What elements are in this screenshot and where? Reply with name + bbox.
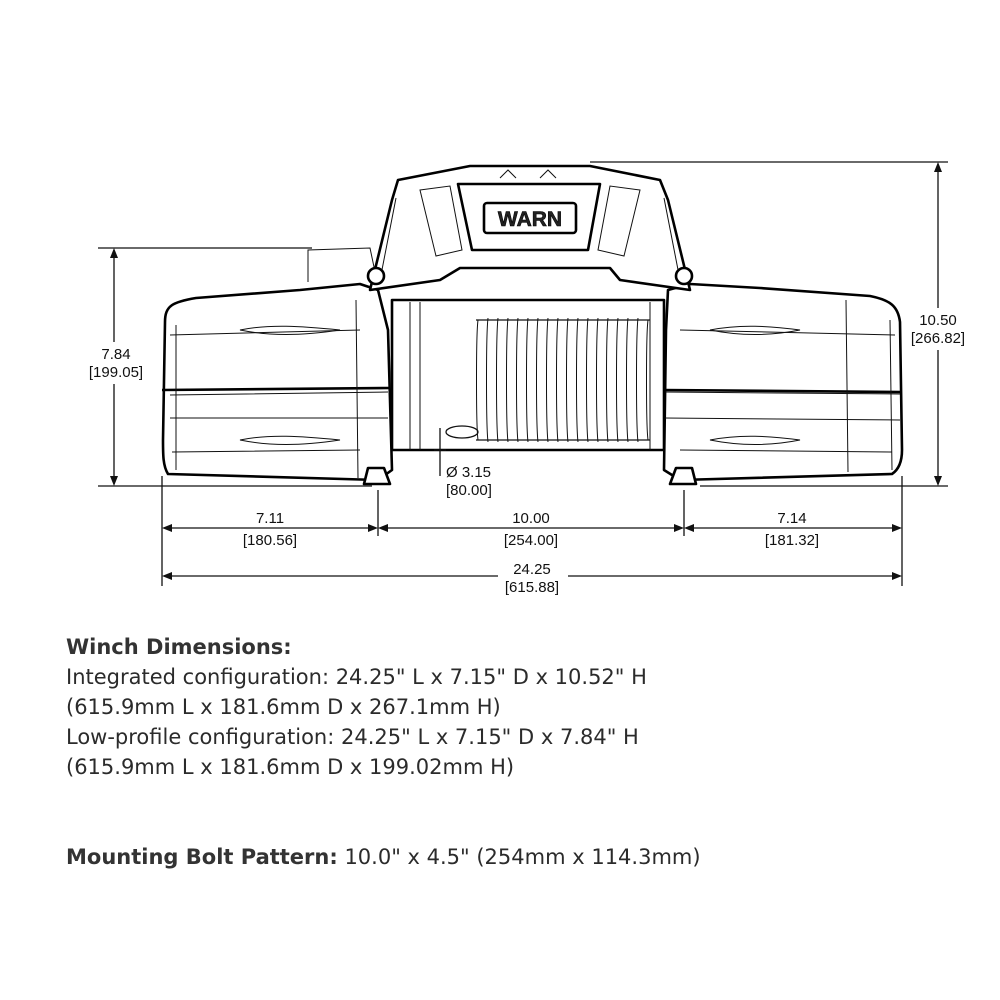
- low-profile-config-metric-line: (615.9mm L x 181.6mm D x 199.02mm H): [66, 755, 515, 779]
- integrated-config-metric-line: (615.9mm L x 181.6mm D x 267.1mm H): [66, 695, 501, 719]
- low-profile-height-mm: [199.05]: [89, 364, 143, 381]
- foot-bolt-right: [668, 466, 698, 486]
- mounting-bolt-heading: Mounting Bolt Pattern:: [66, 845, 338, 869]
- dimension-lines: [98, 161, 948, 586]
- total-height-mm: [266.82]: [911, 330, 965, 347]
- bolt-spacing-in: 10.00: [512, 510, 550, 527]
- top-bolt-left: [366, 266, 386, 286]
- overall-length-in: 24.25: [513, 561, 551, 578]
- winch-dimensions-heading: Winch Dimensions:: [66, 635, 292, 659]
- integrated-config-line: Integrated configuration: 24.25" L x 7.1…: [66, 665, 647, 689]
- dimension-labels: 7.84 [199.05] 10.50 [266.82] Ø 3.15 [80.…: [78, 308, 974, 597]
- foot-bolt-left: [362, 466, 392, 486]
- left-offset-in: 7.11: [256, 510, 284, 527]
- low-profile-config-line: Low-profile configuration: 24.25" L x 7.…: [66, 725, 639, 749]
- drum-diameter-mm: [80.00]: [446, 482, 492, 499]
- winch-dimension-drawing: WARN 7.84 [1: [78, 161, 974, 597]
- right-offset-mm: [181.32]: [765, 532, 819, 549]
- right-offset-in: 7.14: [777, 510, 806, 527]
- low-profile-height-in: 7.84: [101, 346, 130, 363]
- overall-length-mm: [615.88]: [505, 579, 559, 596]
- drum-diameter-in: Ø 3.15: [446, 464, 491, 481]
- left-offset-mm: [180.56]: [243, 532, 297, 549]
- top-bolt-right: [674, 266, 694, 286]
- bolt-spacing-mm: [254.00]: [504, 532, 558, 549]
- winch-body: WARN: [161, 164, 904, 486]
- mounting-bolt-value: 10.0" x 4.5" (254mm x 114.3mm): [337, 845, 701, 869]
- total-height-in: 10.50: [919, 312, 957, 329]
- mounting-bolt-pattern: Mounting Bolt Pattern: 10.0" x 4.5" (254…: [66, 842, 966, 872]
- brand-logo: WARN: [498, 208, 562, 231]
- specifications: Winch Dimensions: Integrated configurati…: [66, 632, 966, 872]
